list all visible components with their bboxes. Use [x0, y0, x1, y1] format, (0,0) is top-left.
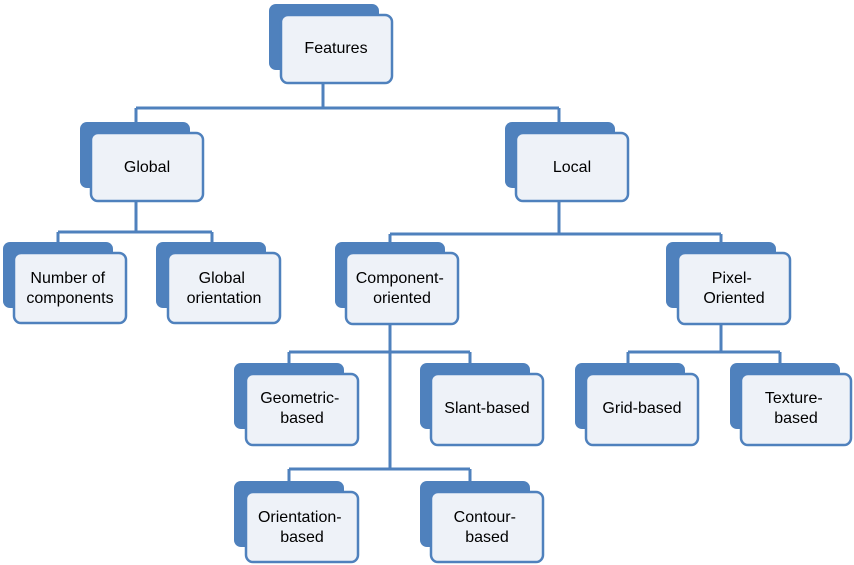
node-label-line: Global [124, 159, 170, 176]
connector-global [56, 202, 214, 248]
node-box [244, 490, 360, 564]
node-box [429, 372, 545, 447]
node-label: Slant-based [444, 400, 529, 417]
node-label-line: components [26, 290, 113, 307]
node-label-line: oriented [373, 290, 431, 307]
node-orientation-based: Orientation- based [234, 481, 360, 564]
node-label-line: based [280, 410, 324, 427]
node-label: Geometric- based [260, 390, 344, 427]
node-global: Global [80, 122, 205, 203]
node-component-oriented: Component- oriented [335, 242, 460, 326]
node-label-line: Number of [30, 270, 105, 287]
node-label-line: Pixel- [712, 270, 752, 287]
node-label-line: Slant-based [444, 400, 529, 417]
node-label-line: Grid-based [602, 400, 681, 417]
node-label-line: Geometric- [260, 390, 339, 407]
node-features: Features [269, 4, 394, 85]
node-box [514, 131, 630, 203]
node-grid-based: Grid-based [575, 363, 700, 447]
node-label-line: Texture- [765, 390, 823, 407]
node-label: Texture- based [765, 390, 827, 427]
node-label: Pixel- Oriented [703, 270, 764, 307]
node-label-line: orientation [187, 290, 262, 307]
node-label: Grid-based [602, 400, 681, 417]
connector-features [134, 84, 561, 128]
node-contour-based: Contour- based [420, 481, 545, 564]
node-box [584, 372, 700, 447]
node-geometric-based: Geometric- based [234, 363, 360, 447]
connector-local [388, 202, 723, 248]
connector-pixel-oriented [626, 325, 782, 368]
node-label: Component- oriented [356, 270, 449, 307]
node-box [244, 372, 360, 447]
node-texture-based: Texture- based [730, 363, 853, 447]
node-label: Orientation- based [258, 509, 346, 546]
connectors [56, 84, 782, 486]
node-label: Local [553, 159, 591, 176]
node-box [279, 13, 394, 85]
node-label-line: based [465, 529, 509, 546]
node-label-line: Local [553, 159, 591, 176]
node-local: Local [505, 122, 630, 203]
node-slant-based: Slant-based [420, 363, 545, 447]
node-box [12, 251, 128, 325]
node-box [429, 490, 545, 564]
node-label-line: Component- [356, 270, 444, 287]
node-global-orientation: Global orientation [156, 242, 282, 325]
connector-component-oriented [287, 325, 472, 486]
node-label-line: based [280, 529, 324, 546]
node-label: Contour- based [454, 509, 521, 546]
nodes: Features Global Local Number of componen… [3, 4, 853, 564]
node-label-line: Contour- [454, 509, 516, 526]
node-box [344, 251, 460, 326]
node-pixel-oriented: Pixel- Oriented [666, 242, 792, 326]
node-label-line: Global [199, 270, 245, 287]
node-label: Global [124, 159, 170, 176]
node-box [739, 372, 853, 447]
node-label-line: Orientation- [258, 509, 342, 526]
node-box [89, 131, 205, 203]
node-label: Number of components [26, 270, 113, 307]
node-label-line: Features [304, 40, 367, 57]
node-label: Features [304, 40, 367, 57]
node-box [166, 251, 282, 325]
node-label-line: Oriented [703, 290, 764, 307]
node-box [676, 251, 792, 326]
node-label-line: based [774, 410, 818, 427]
node-label: Global orientation [187, 270, 262, 307]
node-number-of-components: Number of components [3, 242, 128, 325]
